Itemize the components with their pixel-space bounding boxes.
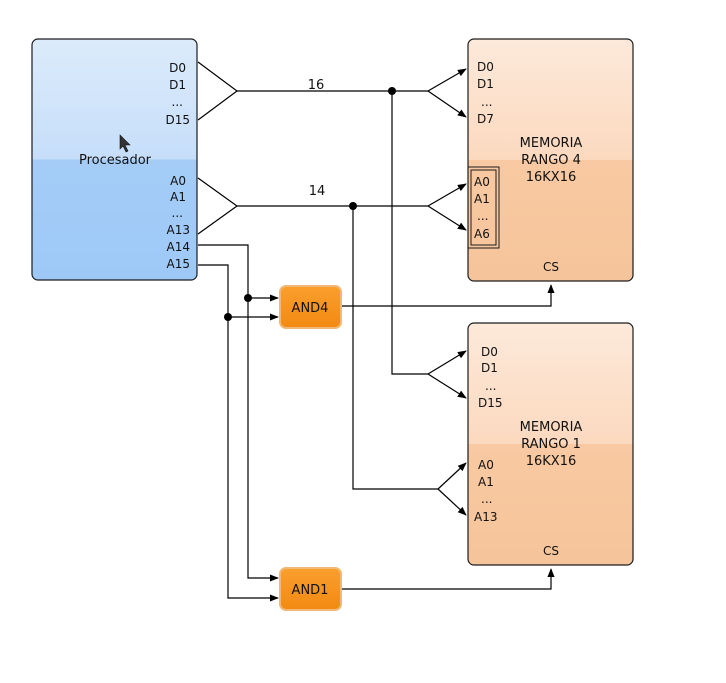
address-bus-width-label: 14 — [309, 184, 326, 199]
junctions — [224, 87, 396, 321]
memory1-pin-ellipsis: ... — [481, 492, 492, 506]
wires — [197, 61, 555, 602]
data-bus-junction — [388, 87, 396, 95]
a15-wire — [198, 264, 279, 602]
memory1-pin-a0: A0 — [478, 458, 494, 472]
processor-address-bus-fan — [197, 177, 239, 235]
memory1-cs-pin: CS — [543, 544, 559, 558]
memory4-pin-a1: A1 — [474, 192, 490, 206]
and1-label: AND1 — [292, 583, 329, 598]
memory4-pin-ellipsis: ... — [477, 209, 488, 223]
data-bus-branch-wire — [391, 91, 428, 375]
processor-data-bus-fan — [197, 61, 239, 121]
address-bus-junction — [349, 202, 357, 210]
data-bus-width-label: 16 — [308, 78, 325, 93]
memory4-pin-ellipsis: ... — [481, 95, 492, 109]
and4-to-cs-wire — [342, 284, 555, 307]
processor-pin-a15: A15 — [167, 257, 190, 271]
memory1-address-arrow-top — [437, 462, 467, 490]
processor-pin-ellipsis: ... — [172, 206, 183, 220]
processor-pin-d15: D15 — [165, 113, 190, 127]
memory1-data-arrow-top — [427, 350, 467, 375]
memory1-data-arrow-bottom — [427, 373, 467, 399]
memory1-pin-ellipsis: ... — [485, 379, 496, 393]
memory1-pin-d0: D0 — [481, 345, 498, 359]
memory4-data-arrow-bottom — [427, 90, 467, 118]
memory4-pin-d0: D0 — [477, 60, 494, 74]
memory4-address-highlight-inner — [470, 169, 497, 246]
processor-block: Procesador D0 D1 ... D15 A0 A1 ... A13 A… — [31, 38, 198, 281]
memory1-pin-d15: D15 — [478, 396, 503, 410]
memory1-title-line1: MEMORIA — [520, 420, 583, 435]
and4-gate: AND4 — [279, 285, 342, 329]
memory1-pin-d1: D1 — [481, 361, 498, 375]
memory-rango1-block: D0 D1 ... D15 MEMORIA RANGO 1 16KX16 A0 … — [467, 322, 634, 566]
processor-pin-a14: A14 — [167, 240, 190, 254]
memory4-address-arrow-top — [427, 183, 467, 207]
memory4-title-line3: 16KX16 — [526, 170, 577, 185]
memory4-pin-d1: D1 — [477, 77, 494, 91]
address-bus-branch-wire — [352, 206, 438, 490]
processor-label: Procesador — [79, 153, 152, 168]
mouse-cursor-icon — [119, 134, 131, 153]
memory4-title-line2: RANGO 4 — [521, 153, 581, 168]
processor-pin-d0: D0 — [169, 61, 186, 75]
memory-rango4-block: D0 D1 ... D7 MEMORIA RANGO 4 16KX16 A0 A… — [467, 38, 634, 282]
and1-to-cs-wire — [342, 568, 555, 590]
processor-pin-d1: D1 — [169, 78, 186, 92]
memory4-cs-pin: CS — [543, 260, 559, 274]
memory1-pin-a1: A1 — [478, 475, 494, 489]
a14-junction — [244, 294, 252, 302]
processor-pin-a13: A13 — [167, 223, 190, 237]
memory4-pin-a0: A0 — [474, 175, 490, 189]
memory4-pin-d7: D7 — [477, 112, 494, 126]
a14-wire — [198, 244, 279, 582]
processor-pin-a1: A1 — [170, 190, 186, 204]
processor-pin-ellipsis: ... — [172, 95, 183, 109]
memory4-address-arrow-bottom — [427, 205, 467, 231]
memory1-title-line2: RANGO 1 — [521, 437, 581, 452]
memory4-title-line1: MEMORIA — [520, 136, 583, 151]
and4-label: AND4 — [292, 301, 329, 316]
memory4-pin-a6: A6 — [474, 227, 490, 241]
a15-junction — [224, 313, 232, 321]
and1-gate: AND1 — [279, 567, 342, 611]
memory1-pin-a13: A13 — [474, 510, 497, 524]
processor-pin-a0: A0 — [170, 174, 186, 188]
memory1-address-arrow-bottom — [437, 488, 467, 516]
memory4-data-arrow-top — [427, 68, 467, 92]
memory4-address-highlight-outer — [467, 166, 500, 249]
memory1-title-line3: 16KX16 — [526, 454, 577, 469]
